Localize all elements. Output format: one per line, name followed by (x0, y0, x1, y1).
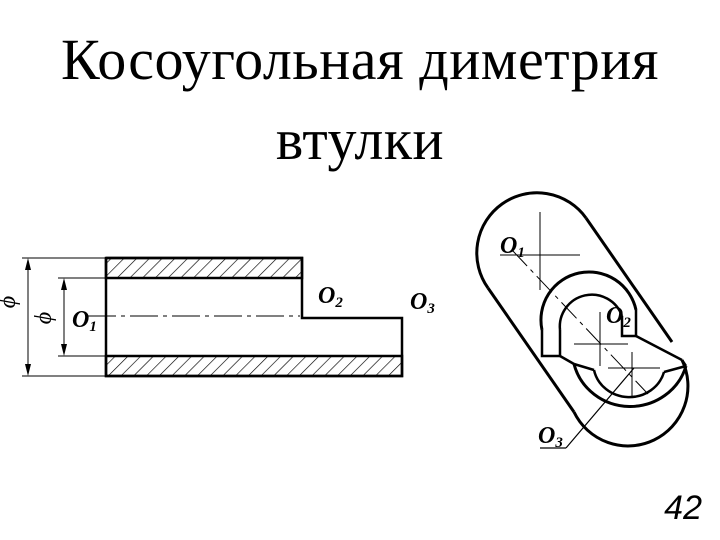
page-number: 42 (664, 489, 702, 527)
oblique-view (475, 191, 690, 449)
title-line-2: втулки (275, 107, 445, 172)
lower-ring-outer (572, 363, 688, 408)
cut-inner-upper (558, 293, 624, 331)
cut-step-upper (539, 270, 638, 331)
section-view (22, 256, 404, 378)
label-o3-oblique: O3 (538, 423, 563, 451)
front-face-outer (572, 359, 690, 448)
label-o2-oblique: O2 (606, 303, 631, 331)
label-o1-oblique: O1 (500, 233, 525, 261)
o3-leader (565, 367, 635, 449)
cylinder-left-edge (486, 287, 576, 413)
oblique-axis (511, 249, 649, 395)
cylinder-right-edge (584, 217, 674, 343)
inner-diameter-symbol: ϕ (31, 311, 58, 325)
lower-ring-inner (592, 369, 666, 399)
upper-wall-section (104, 256, 304, 280)
title-line-1: Косоугольная диметрия (61, 27, 659, 92)
outer-diameter-symbol: ϕ (0, 296, 21, 308)
back-face-outer (475, 191, 588, 289)
label-o3-section: O3 (410, 289, 435, 317)
label-o2-section: O2 (318, 283, 343, 311)
label-o1-section: O1 (72, 307, 97, 335)
lower-wall-section (104, 354, 404, 378)
cut-edges (540, 330, 562, 358)
